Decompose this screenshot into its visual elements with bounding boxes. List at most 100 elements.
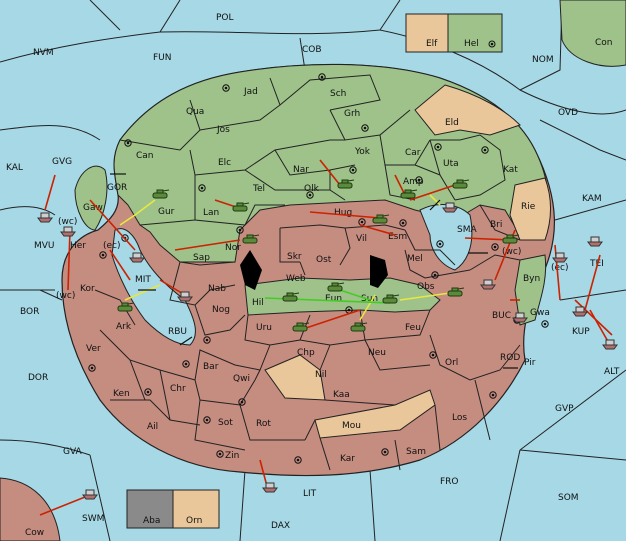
supply-centers [88,73,549,464]
supply-center-icon [434,143,442,151]
label-gur: Gur [158,207,175,217]
fleet-unit-icon [177,291,193,302]
legend-elf-swatch [405,13,449,53]
supply-center-icon [203,336,211,344]
label-lan: Lan [203,208,219,218]
label-chr: Chr [170,384,186,394]
label-skr: Skr [287,252,302,262]
supply-center-icon [88,364,96,372]
fleet-unit-icon [82,489,98,500]
label-mel: Mel [407,254,423,264]
label-cob: COB [302,45,322,55]
label-sam: Sam [406,447,426,457]
supply-center-icon [236,226,244,234]
label-bar: Bar [203,362,219,372]
supply-center-icon [415,176,423,184]
label-web: Web [286,274,306,284]
supply-center-icon [182,360,190,368]
label-kup: KUP [572,327,590,337]
supply-center-icon [399,219,407,227]
units [37,179,618,500]
fleet-unit-icon [129,252,145,263]
label-chp: Chp [297,348,315,358]
legend-aba-swatch [126,489,174,529]
army-unit-icon [452,179,470,189]
label-fro: FRO [440,477,459,487]
bidirectional-arrows [110,173,518,369]
label-mou: Mou [342,421,361,431]
legend-aba-label: Aba [143,516,160,526]
army-unit-icon [282,292,300,302]
label-cow: Cow [25,528,44,538]
supply-center-icon [488,40,496,48]
supply-center-icon [294,456,302,464]
legend-orn-swatch [172,489,220,529]
label-wc-1: (wc) [58,217,77,227]
label-ost: Ost [316,255,332,265]
label-dax: DAX [271,521,290,531]
army-unit-icon [292,322,310,332]
label-eun: Eun [325,294,342,304]
label-jos: Jos [216,125,230,135]
label-elc: Elc [218,158,231,168]
label-sap: Sap [193,253,210,263]
label-nog: Nog [212,305,230,315]
label-nab: Nab [208,284,226,294]
label-kal: KAL [6,163,23,173]
label-car: Car [405,148,421,158]
label-qwi: Qwi [233,374,250,384]
province-gaw[interactable] [74,165,108,231]
army-unit-icon [350,322,368,332]
label-mit: MIT [135,275,151,285]
sea-labels: POL NVM FUN COB NOM Con OVD KAL GVG GOR … [6,13,620,538]
mountain-east [370,255,388,288]
army-unit-icon [400,189,418,199]
label-her: Her [70,241,86,251]
army-unit-icon [337,179,355,189]
label-bri: Bri [490,220,502,230]
label-gor: GOR [107,183,127,193]
army-unit-icon [327,282,345,292]
label-dor: DOR [28,373,48,383]
label-zin: Zin [225,451,239,461]
province-eld[interactable] [414,84,521,136]
label-rot: Rot [256,419,271,429]
army-unit-icon [502,234,520,244]
fleet-unit-icon [442,202,458,213]
label-wc-3: (wc) [502,247,521,257]
label-byn: Byn [523,274,540,284]
region-green-east [514,254,547,326]
legend-orn-label: Orn [186,516,202,526]
label-rbu: RBU [168,327,187,337]
label-nil: Nil [315,370,327,380]
province-nil[interactable] [264,354,326,401]
red-province-labels: Hug Vil Esm Bri Mel Obs Kor Nab Ark Nog … [80,208,536,464]
label-feu: Feu [405,323,421,333]
province-rie[interactable] [509,177,552,241]
label-kat: Kat [503,165,518,175]
label-vil: Vil [356,234,367,244]
label-bor: BOR [20,307,39,317]
label-pol: POL [216,13,234,23]
label-hug: Hug [334,208,352,218]
legend-top: Elf Hel [405,13,503,53]
label-gvp: GVP [555,404,574,414]
fleet-unit-icon [60,226,76,237]
army-unit-icon [382,294,400,304]
label-nor: Nor [225,243,241,253]
fleet-unit-icon [587,236,603,247]
supply-center-icon [541,320,549,328]
label-esm: Esm [388,232,407,242]
label-wc-2: (wc) [56,291,75,301]
label-gwa: Gwa [530,308,550,318]
supply-center-icon [222,84,230,92]
legend-hel-swatch [447,13,503,53]
army-unit-icon [372,214,390,224]
supply-center-icon [381,448,389,456]
label-los: Los [452,413,467,423]
label-hil: Hil [252,298,264,308]
support-orders-yellow [119,194,451,321]
supply-center-icon [489,391,497,399]
